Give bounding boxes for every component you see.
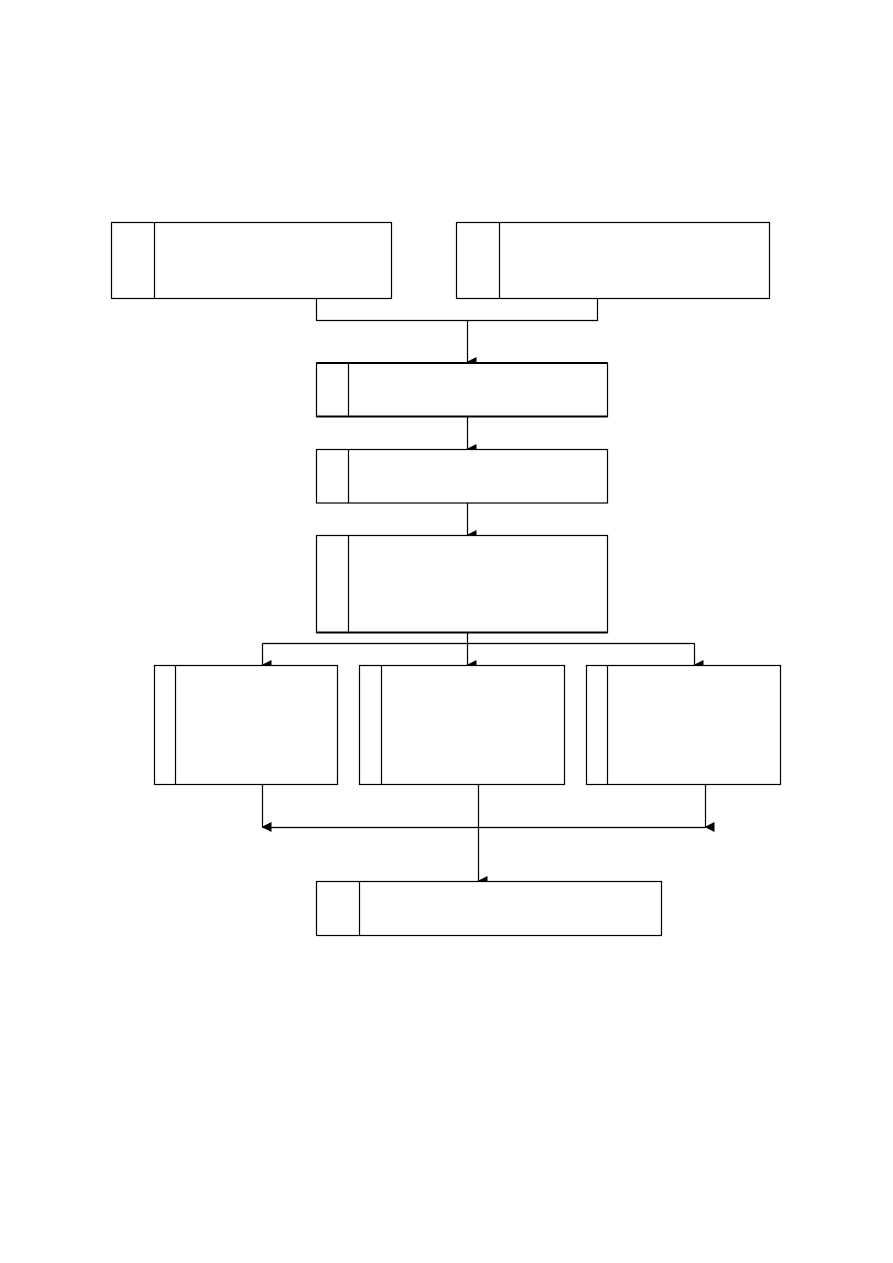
flow-box-7 [358,664,566,786]
flow-box-2 [455,221,771,300]
connector-split [261,632,704,670]
flow-box-3 [315,362,609,418]
flow-box-8 [585,664,782,786]
flow-box-4 [315,448,609,504]
flow-box-1 [110,221,393,300]
connector-merge-top [315,298,599,367]
flow-box-5 [315,534,609,634]
flow-box-9 [315,880,663,937]
connector-merge-bottom [261,784,715,886]
flow-box-6 [153,664,339,786]
